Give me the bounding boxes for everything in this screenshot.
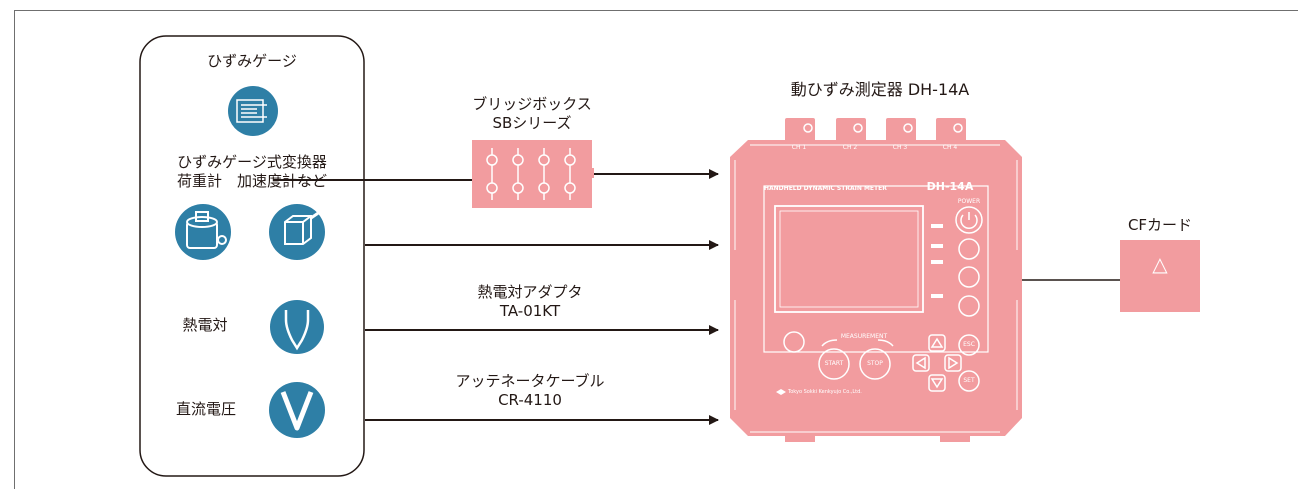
channel-label-2: CH 2 [842,144,858,151]
accelerometer-icon [269,204,328,260]
transducer-label-line2: 荷重計 加速度計など [176,172,327,190]
bridge-box [472,140,594,208]
thermo-adapter-label-line2: TA-01KT [499,302,561,320]
device-title: 動ひずみ測定器 DH-14A [790,80,970,99]
thermo-adapter-label-line1: 熱電対アダプタ [477,283,583,301]
stop-button-label: STOP [867,360,883,367]
measurement-label: MEASUREMENT [840,333,888,340]
attenuator-cable-label-line2: CR-4110 [498,391,562,409]
device-model-label: DH-14A [926,180,974,193]
attenuator-cable-label-line1: アッテネータケーブル [455,372,605,390]
thermocouple-icon [270,300,324,354]
sensor-panel [139,35,365,477]
start-button-label: START [824,360,844,367]
diagram-frame [14,10,1298,489]
transducer-label-line1: ひずみゲージ式変換器 [177,153,327,171]
channel-label-3: CH 3 [892,144,908,151]
cf-card-symbol: △ [1152,252,1168,276]
bridge-box-label-line2: SBシリーズ [492,114,572,132]
channel-label-4: CH 4 [942,144,958,151]
channel-label-1: CH 1 [791,144,807,151]
power-label: POWER [957,198,981,205]
esc-button-label: ESC [963,341,975,348]
strain-gauge-label: ひずみゲージ [207,52,297,70]
device-dh14a [730,118,1022,442]
dc-voltage-label: 直流電圧 [175,400,236,418]
strain-gauge-icon [228,86,278,136]
load-cell-icon [175,204,231,260]
thermocouple-label: 熱電対 [182,316,228,334]
bridge-box-label-line1: ブリッジボックス [472,95,592,113]
dc-voltage-icon [269,382,325,438]
cf-card [1120,240,1200,312]
set-button-label: SET [963,377,975,384]
device-panel-header: HANDHELD DYNAMIC STRAIN METER [764,185,887,192]
cf-card-label: CFカード [1127,216,1193,234]
maker-label: Tokyo Sokki Kenkyujo Co.,Ltd. [788,389,862,395]
